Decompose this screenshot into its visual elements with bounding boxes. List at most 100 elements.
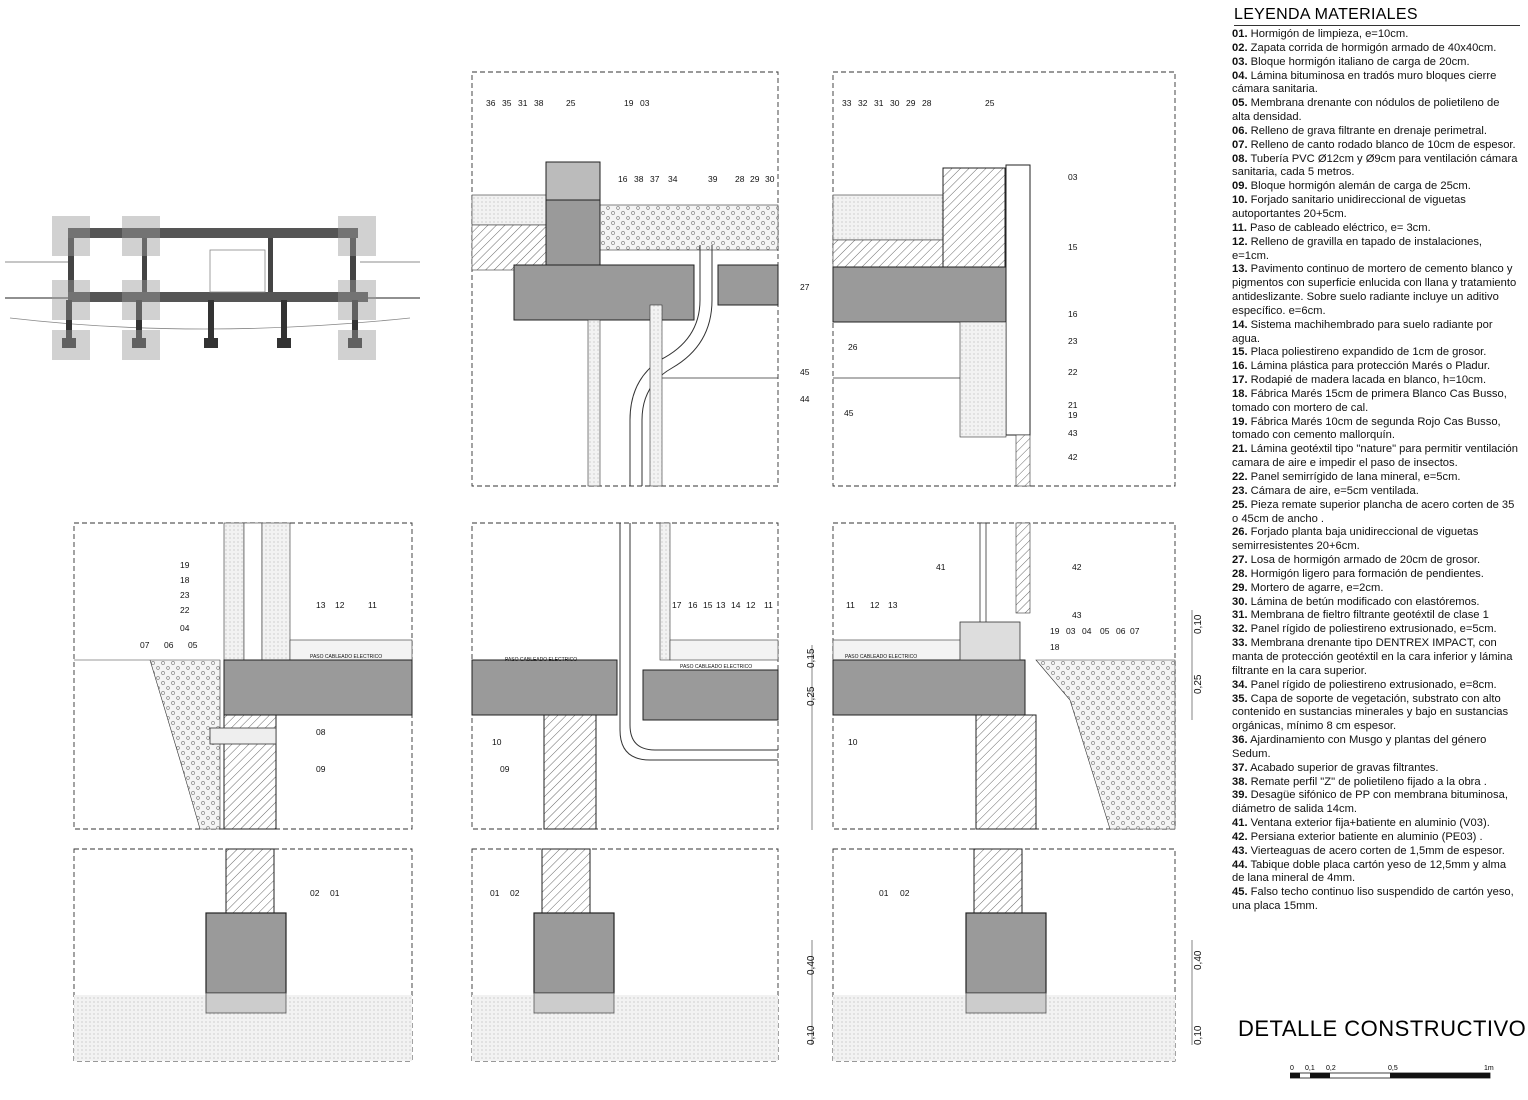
legend-item-text: Lámina geotéxtil tipo "nature" para perm… [1232,443,1518,470]
legend-item-number: 44. [1232,858,1248,871]
callout: 28 [922,98,932,108]
legend-item-text: Panel semirrígido de lana mineral, e=5cm… [1250,471,1461,483]
callout: 10 [848,737,858,747]
legend-item: 22. Panel semirrígido de lana mineral, e… [1232,471,1520,485]
callout: 30 [890,98,900,108]
callout: 38 [634,174,644,184]
legend-item-number: 28. [1232,567,1248,580]
legend-item: 44. Tabique doble placa cartón yeso de 1… [1232,859,1520,887]
callout: 30 [765,174,775,184]
legend-item: 35. Capa de soporte de vegetación, subst… [1232,693,1520,735]
callout: 02 [510,888,520,898]
dimension-label: 0,10 [1193,1025,1204,1045]
callout: 02 [900,888,910,898]
callout: 13 [888,600,898,610]
callout: 21 [1068,400,1078,410]
legend-item-number: 04. [1232,69,1248,82]
callout: 29 [906,98,916,108]
callout: 45 [800,367,810,377]
cable-passage-label: PASO CABLEADO ELECTRICO [680,664,752,670]
callout: 19 [1068,410,1078,420]
legend-item-text: Ajardinamiento con Musgo y plantas del g… [1232,734,1487,760]
legend-item: 03. Bloque hormigón italiano de carga de… [1232,56,1520,70]
callout: 16 [1068,309,1078,319]
legend-item: 43. Vierteaguas de acero corten de 1,5mm… [1232,845,1520,859]
dimension-label: 0,10 [1193,614,1204,634]
legend-item: 17. Rodapié de madera lacada en blanco, … [1232,374,1520,388]
callout: 01 [879,888,889,898]
legend-item-number: 11. [1232,221,1247,234]
legend-item: 34. Panel rígido de poliestireno extrusi… [1232,679,1520,693]
legend-item: 14. Sistema machihembrado para suelo rad… [1232,319,1520,347]
legend-item: 18. Fábrica Marés 15cm de primera Blanco… [1232,388,1520,416]
legend-item: 26. Forjado planta baja unidireccional d… [1232,526,1520,554]
sheet-title: DETALLE CONSTRUCTIVO [1238,1016,1527,1041]
legend-item: 07. Relleno de canto rodado blanco de 10… [1232,139,1520,153]
callout: 27 [800,282,810,292]
callout: 23 [180,590,190,600]
legend-item-text: Pavimento continuo de mortero de cemento… [1232,263,1517,317]
callout: 05 [1100,626,1110,636]
callout: 10 [492,737,502,747]
legend-item-number: 27. [1232,554,1248,567]
callout: 11 [368,600,377,610]
legend-item-number: 22. [1232,471,1248,483]
legend-item-number: 02. [1232,41,1248,54]
legend-item-text: Membrana de fieltro filtrante geotéxtil … [1250,609,1489,622]
detail-roof-parapet [471,161,779,487]
legend-item-number: 39. [1232,789,1248,802]
callout: 16 [688,600,698,610]
scale-label: 1m [1484,1065,1494,1072]
legend-item-number: 14. [1232,318,1248,331]
legend-item: 36. Ajardinamiento con Musgo y plantas d… [1232,734,1520,762]
legend-item-text: Vierteaguas de acero corten de 1,5mm de … [1250,844,1505,857]
callout: 18 [1050,642,1060,652]
legend-item: 15. Placa poliestireno expandido de 1cm … [1232,346,1520,360]
legend-item: 38. Remate perfil "Z" de polietileno fij… [1232,776,1520,790]
legend-item: 01. Hormigón de limpieza, e=10cm. [1232,28,1520,42]
materials-legend: LEYENDA MATERIALES 01. Hormigón de limpi… [1232,6,1520,914]
callout: 19 [624,98,634,108]
legend-item-number: 45. [1232,886,1248,899]
legend-item-number: 06. [1232,124,1248,137]
legend-item-number: 37. [1232,761,1248,774]
callout: 29 [750,174,760,184]
legend-item-text: Mortero de agarre, e=2cm. [1250,581,1384,594]
callout: 11 [846,600,855,610]
callout: 26 [848,342,858,352]
callout: 45 [844,408,854,418]
legend-item-number: 33. [1232,637,1248,650]
scale-label: 0,5 [1388,1065,1398,1072]
callout: 35 [502,98,512,108]
dimension-labels: 0,15 0,25 0,10 0,25 0,40 0,10 0,40 0,10 [806,610,1204,1045]
callout: 44 [800,394,810,404]
callout: 13 [716,600,726,610]
legend-item-text: Forjado planta baja unidireccional de vi… [1232,526,1479,553]
callout: 32 [858,98,868,108]
legend-item-text: Capa de soporte de vegetación, substrato… [1232,692,1509,733]
callout: 17 [672,600,682,610]
callout: 23 [1068,336,1078,346]
scale-label: 0,1 [1305,1065,1315,1072]
legend-item-text: Lámina de betún modificado con elastórem… [1250,595,1480,608]
legend-item-text: Lámina plástica para protección Marés o … [1250,360,1491,373]
legend-item-text: Ventana exterior fija+batiente en alumin… [1250,817,1490,830]
callout: 25 [985,98,995,108]
cable-passage-label: PASO CABLEADO ELECTRICO [505,657,577,663]
legend-item-text: Bloque hormigón italiano de carga de 20c… [1250,55,1470,68]
legend-item: 12. Relleno de gravilla en tapado de ins… [1232,236,1520,264]
callout: 43 [1068,428,1078,438]
legend-item: 30. Lámina de betún modificado con elast… [1232,596,1520,610]
detail-wall-base [74,522,413,830]
legend-item-number: 43. [1232,844,1248,857]
detail-window-base [832,522,1176,830]
legend-item: 19. Fábrica Marés 10cm de segunda Rojo C… [1232,416,1520,444]
legend-item-number: 10. [1232,194,1248,207]
dimension-label: 0,25 [1193,674,1204,694]
legend-item-number: 29. [1232,581,1248,594]
callout: 06 [164,640,174,650]
callout: 07 [1130,626,1140,636]
callout: 25 [566,98,576,108]
legend-item: 09. Bloque hormigón alemán de carga de 2… [1232,180,1520,194]
legend-item-number: 35. [1232,692,1248,705]
